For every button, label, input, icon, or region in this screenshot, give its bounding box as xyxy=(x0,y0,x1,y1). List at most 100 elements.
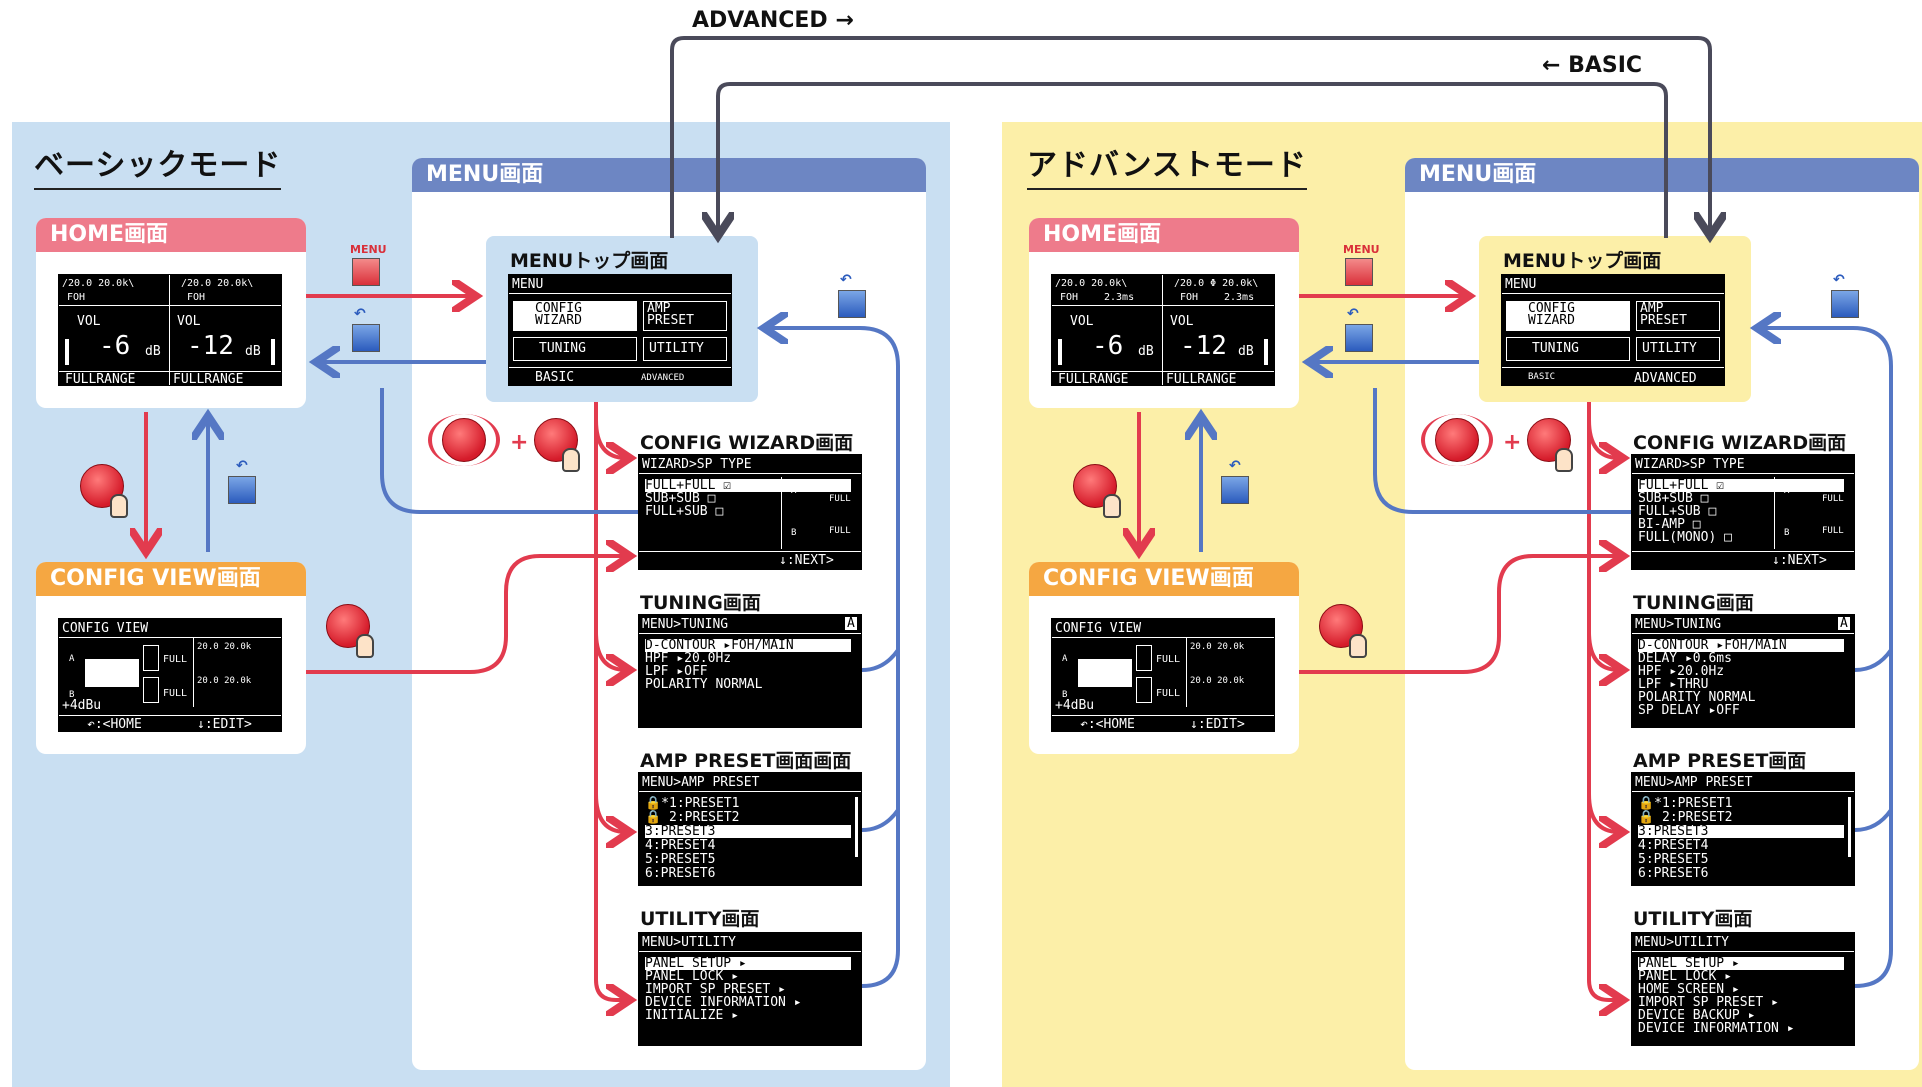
lcd-row: 4:PRESET4 xyxy=(1638,838,1709,853)
lcd-next-hint: ↓:NEXT> xyxy=(1772,553,1827,568)
lcd-row: D-CONTOUR ▸FOH/MAIN xyxy=(645,639,851,652)
lcd-value-a: -6 xyxy=(99,331,131,361)
amp-preset-label: AMP PRESET画面画面 xyxy=(640,750,852,772)
menu-item-tuning[interactable]: TUNING xyxy=(539,341,586,356)
lcd-row: PANEL LOCK ▸ xyxy=(645,969,739,984)
return-button[interactable] xyxy=(228,476,256,504)
tab-basic[interactable]: BASIC xyxy=(535,370,575,385)
return-button[interactable] xyxy=(838,290,866,318)
config-view-header: CONFIG VIEW画面 xyxy=(1029,562,1299,596)
lcd-row: D-CONTOUR ▸FOH/MAIN xyxy=(1638,639,1844,652)
menu-top-label: MENUトップ画面 xyxy=(1503,250,1662,272)
menu-button-caption: MENU xyxy=(350,243,387,256)
lcd-vol-b: VOL xyxy=(1170,314,1194,329)
lcd-row: LPF ▸OFF xyxy=(645,664,708,679)
basic-config-view-lcd: CONFIG VIEW A B FULL FULL 20.0 20.0k 20.… xyxy=(58,618,282,732)
lcd-output-b: FULLRANGE xyxy=(1166,372,1237,386)
return-icon: ↶ xyxy=(1229,458,1241,474)
press-hand-icon xyxy=(562,448,580,472)
config-view-header: CONFIG VIEW画面 xyxy=(36,562,306,596)
lcd-foh-b: FOH xyxy=(187,292,206,303)
return-icon: ↶ xyxy=(1833,272,1845,288)
advanced-arrow-label: ADVANCED → xyxy=(692,8,854,33)
tab-basic[interactable]: BASIC xyxy=(1528,372,1556,382)
press-hand-icon xyxy=(1103,494,1121,518)
home-header: HOME画面 xyxy=(36,218,306,252)
lcd-row: INITIALIZE ▸ xyxy=(645,1008,739,1023)
menu-button-caption: MENU xyxy=(1343,243,1380,256)
lcd-row: PANEL LOCK ▸ xyxy=(1638,969,1732,984)
lcd-row: 3:PRESET3 xyxy=(645,825,851,838)
lcd-b: B xyxy=(1062,690,1068,700)
lcd-row: 6:PRESET6 xyxy=(1638,866,1709,881)
lcd-title: MENU xyxy=(1505,277,1537,292)
lcd-title: WIZARD>SP TYPE xyxy=(642,457,752,472)
lcd-row: FULL+FULL ☑ xyxy=(645,479,851,492)
lcd-full-b: FULL xyxy=(1156,688,1181,699)
menu-button[interactable] xyxy=(1345,258,1373,286)
menu-item-config-wizard[interactable]: CONFIG WIZARD xyxy=(535,301,582,328)
lcd-time-a: 2.3ms xyxy=(1104,292,1135,303)
lcd-row: 3:PRESET3 xyxy=(1638,825,1844,838)
lcd-db-a: dB xyxy=(145,344,161,359)
menu-item-config-wizard[interactable]: CONFIG WIZARD xyxy=(1528,301,1575,328)
return-icon: ↶ xyxy=(236,458,248,474)
lcd-level: +4dBu xyxy=(1055,698,1095,713)
menu-button[interactable] xyxy=(352,258,380,286)
lcd-b: B xyxy=(69,690,75,700)
advanced-amp-preset-lcd: MENU>AMP PRESET 🔒*1:PRESET1🔒 2:PRESET2 3… xyxy=(1631,772,1855,886)
lcd-row: DEVICE INFORMATION ▸ xyxy=(1638,1021,1795,1036)
utility-label: UTILITY画面 xyxy=(1633,908,1753,930)
lcd-output-a: FULLRANGE xyxy=(1058,372,1129,386)
lcd-title: MENU>UTILITY xyxy=(1635,935,1729,950)
lcd-vol-b: VOL xyxy=(177,314,201,329)
lcd-row: HOME SCREEN ▸ xyxy=(1638,982,1740,997)
menu-item-amp-preset[interactable]: AMP PRESET xyxy=(1640,301,1687,328)
lcd-row: 🔒 2:PRESET2 xyxy=(645,810,740,825)
lcd-db-b: dB xyxy=(1238,344,1254,359)
advanced-home-lcd: /20.0 20.0k\ /20.0 Φ 20.0k\ FOH 2.3ms FO… xyxy=(1051,274,1275,386)
lcd-row: PANEL SETUP ▸ xyxy=(1638,957,1844,970)
lcd-row: 4:PRESET4 xyxy=(645,838,716,853)
lcd-value-b: -12 xyxy=(187,331,234,361)
lcd-row: 5:PRESET5 xyxy=(1638,852,1709,867)
press-hand-icon xyxy=(110,494,128,518)
basic-arrow-label: ← BASIC xyxy=(1542,53,1643,78)
menu-item-utility[interactable]: UTILITY xyxy=(649,341,704,356)
return-button[interactable] xyxy=(1345,324,1373,352)
lcd-row: DEVICE BACKUP ▸ xyxy=(1638,1008,1756,1023)
advanced-wizard-lcd: WIZARD>SP TYPE FULL+FULL ☑SUB+SUB □FULL+… xyxy=(1631,454,1855,570)
lcd-foh-b: FOH xyxy=(1180,292,1199,303)
lcd-vol-a: VOL xyxy=(1070,314,1094,329)
lcd-row: FULL+SUB □ xyxy=(645,504,724,519)
tab-advanced[interactable]: ADVANCED xyxy=(1634,371,1697,386)
lcd-row: HPF ▸20.0Hz xyxy=(1638,664,1725,679)
return-button[interactable] xyxy=(1831,290,1859,318)
menu-item-amp-preset[interactable]: AMP PRESET xyxy=(647,301,694,328)
lcd-row: 5:PRESET5 xyxy=(645,852,716,867)
return-button[interactable] xyxy=(1221,476,1249,504)
lcd-a: A xyxy=(69,654,75,664)
plus-icon: + xyxy=(1503,430,1522,455)
lcd-title: MENU>TUNING xyxy=(1635,617,1722,632)
basic-amp-preset-lcd: MENU>AMP PRESET 🔒*1:PRESET1🔒 2:PRESET2 3… xyxy=(638,772,862,886)
lcd-value-b: -12 xyxy=(1180,331,1227,361)
menu-item-tuning[interactable]: TUNING xyxy=(1532,341,1579,356)
lcd-title: MENU>UTILITY xyxy=(642,935,736,950)
basic-menu-lcd: MENU CONFIG WIZARD AMP PRESET TUNING UTI… xyxy=(508,274,732,386)
lcd-mode-badge: A xyxy=(845,616,857,631)
lcd-row: FULL(MONO) □ xyxy=(1638,530,1732,545)
tab-advanced[interactable]: ADVANCED xyxy=(641,373,685,383)
lcd-title: MENU>TUNING xyxy=(642,617,729,632)
lcd-mode-badge: A xyxy=(1838,616,1850,631)
press-hand-icon xyxy=(1349,634,1367,658)
menu-item-utility[interactable]: UTILITY xyxy=(1642,341,1697,356)
basic-home-lcd: /20.0 20.0k\ /20.0 20.0k\ FOH FOH VOL VO… xyxy=(58,274,282,386)
lcd-vol-a: VOL xyxy=(77,314,101,329)
lcd-full-b: FULL xyxy=(163,688,188,699)
return-button[interactable] xyxy=(352,324,380,352)
lcd-value-a: -6 xyxy=(1092,331,1124,361)
lcd-full-a: FULL xyxy=(1156,654,1181,665)
lcd-db-b: dB xyxy=(245,344,261,359)
